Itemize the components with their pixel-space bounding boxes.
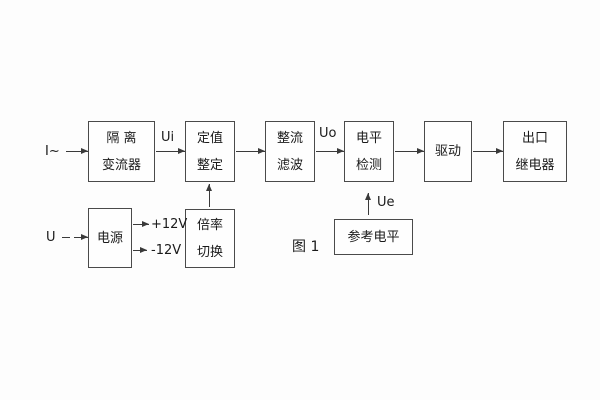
- label-input-voltage: U: [46, 230, 56, 245]
- label-input-current: I~: [45, 144, 60, 159]
- block-label: 继电器: [515, 157, 555, 173]
- block-label: 定值: [196, 130, 223, 146]
- arrow-input-current: [66, 148, 88, 154]
- block-label: 变流器: [101, 157, 141, 173]
- block-label: 整定: [196, 157, 223, 173]
- label-ue: Ue: [377, 195, 395, 210]
- block-label: 出口: [521, 130, 548, 146]
- block-output-relay: 出口 继电器: [503, 121, 567, 182]
- block-setting-adjust: 定值 整定: [185, 121, 235, 182]
- arrow-level-to-driver: [395, 148, 424, 154]
- label-ui: Ui: [161, 130, 175, 145]
- line-input-voltage-dash: [62, 237, 70, 238]
- block-label: 倍率: [196, 217, 223, 233]
- label-uo: Uo: [319, 126, 337, 141]
- block-label: 切换: [196, 244, 223, 260]
- block-label: 驱动: [434, 144, 461, 159]
- arrow-driver-to-relay: [473, 148, 503, 154]
- arrow-input-voltage: [74, 234, 88, 240]
- block-isolation-transformer: 隔 离 变流器: [88, 121, 155, 182]
- block-label: 整流: [276, 130, 303, 146]
- block-power-supply: 电源: [88, 208, 132, 268]
- block-label: 电源: [96, 230, 123, 246]
- arrow-isolation-to-setting: [156, 148, 185, 154]
- block-reference-level: 参考电平: [334, 219, 413, 255]
- block-label: 电平: [355, 130, 382, 146]
- arrow-reference-to-level: [365, 193, 371, 215]
- block-driver: 驱动: [424, 121, 472, 182]
- block-label: 隔 离: [106, 130, 137, 146]
- block-label: 检测: [355, 157, 382, 173]
- arrow-rectifier-to-level: [316, 148, 344, 154]
- label-plus12v: +12V: [151, 217, 188, 232]
- block-ratio-switch: 倍率 切换: [185, 209, 235, 268]
- figure-caption: 图 1: [292, 239, 320, 255]
- block-rectifier-filter: 整流 滤波: [265, 121, 315, 182]
- arrow-plus12v: [133, 221, 149, 227]
- arrow-minus12v: [133, 247, 147, 253]
- block-level-detect: 电平 检测: [344, 121, 394, 182]
- block-label: 参考电平: [347, 229, 400, 245]
- label-minus12v: -12V: [151, 243, 182, 258]
- arrow-ratio-to-setting: [206, 184, 212, 207]
- block-label: 滤波: [276, 157, 303, 173]
- arrow-setting-to-rectifier: [236, 148, 265, 154]
